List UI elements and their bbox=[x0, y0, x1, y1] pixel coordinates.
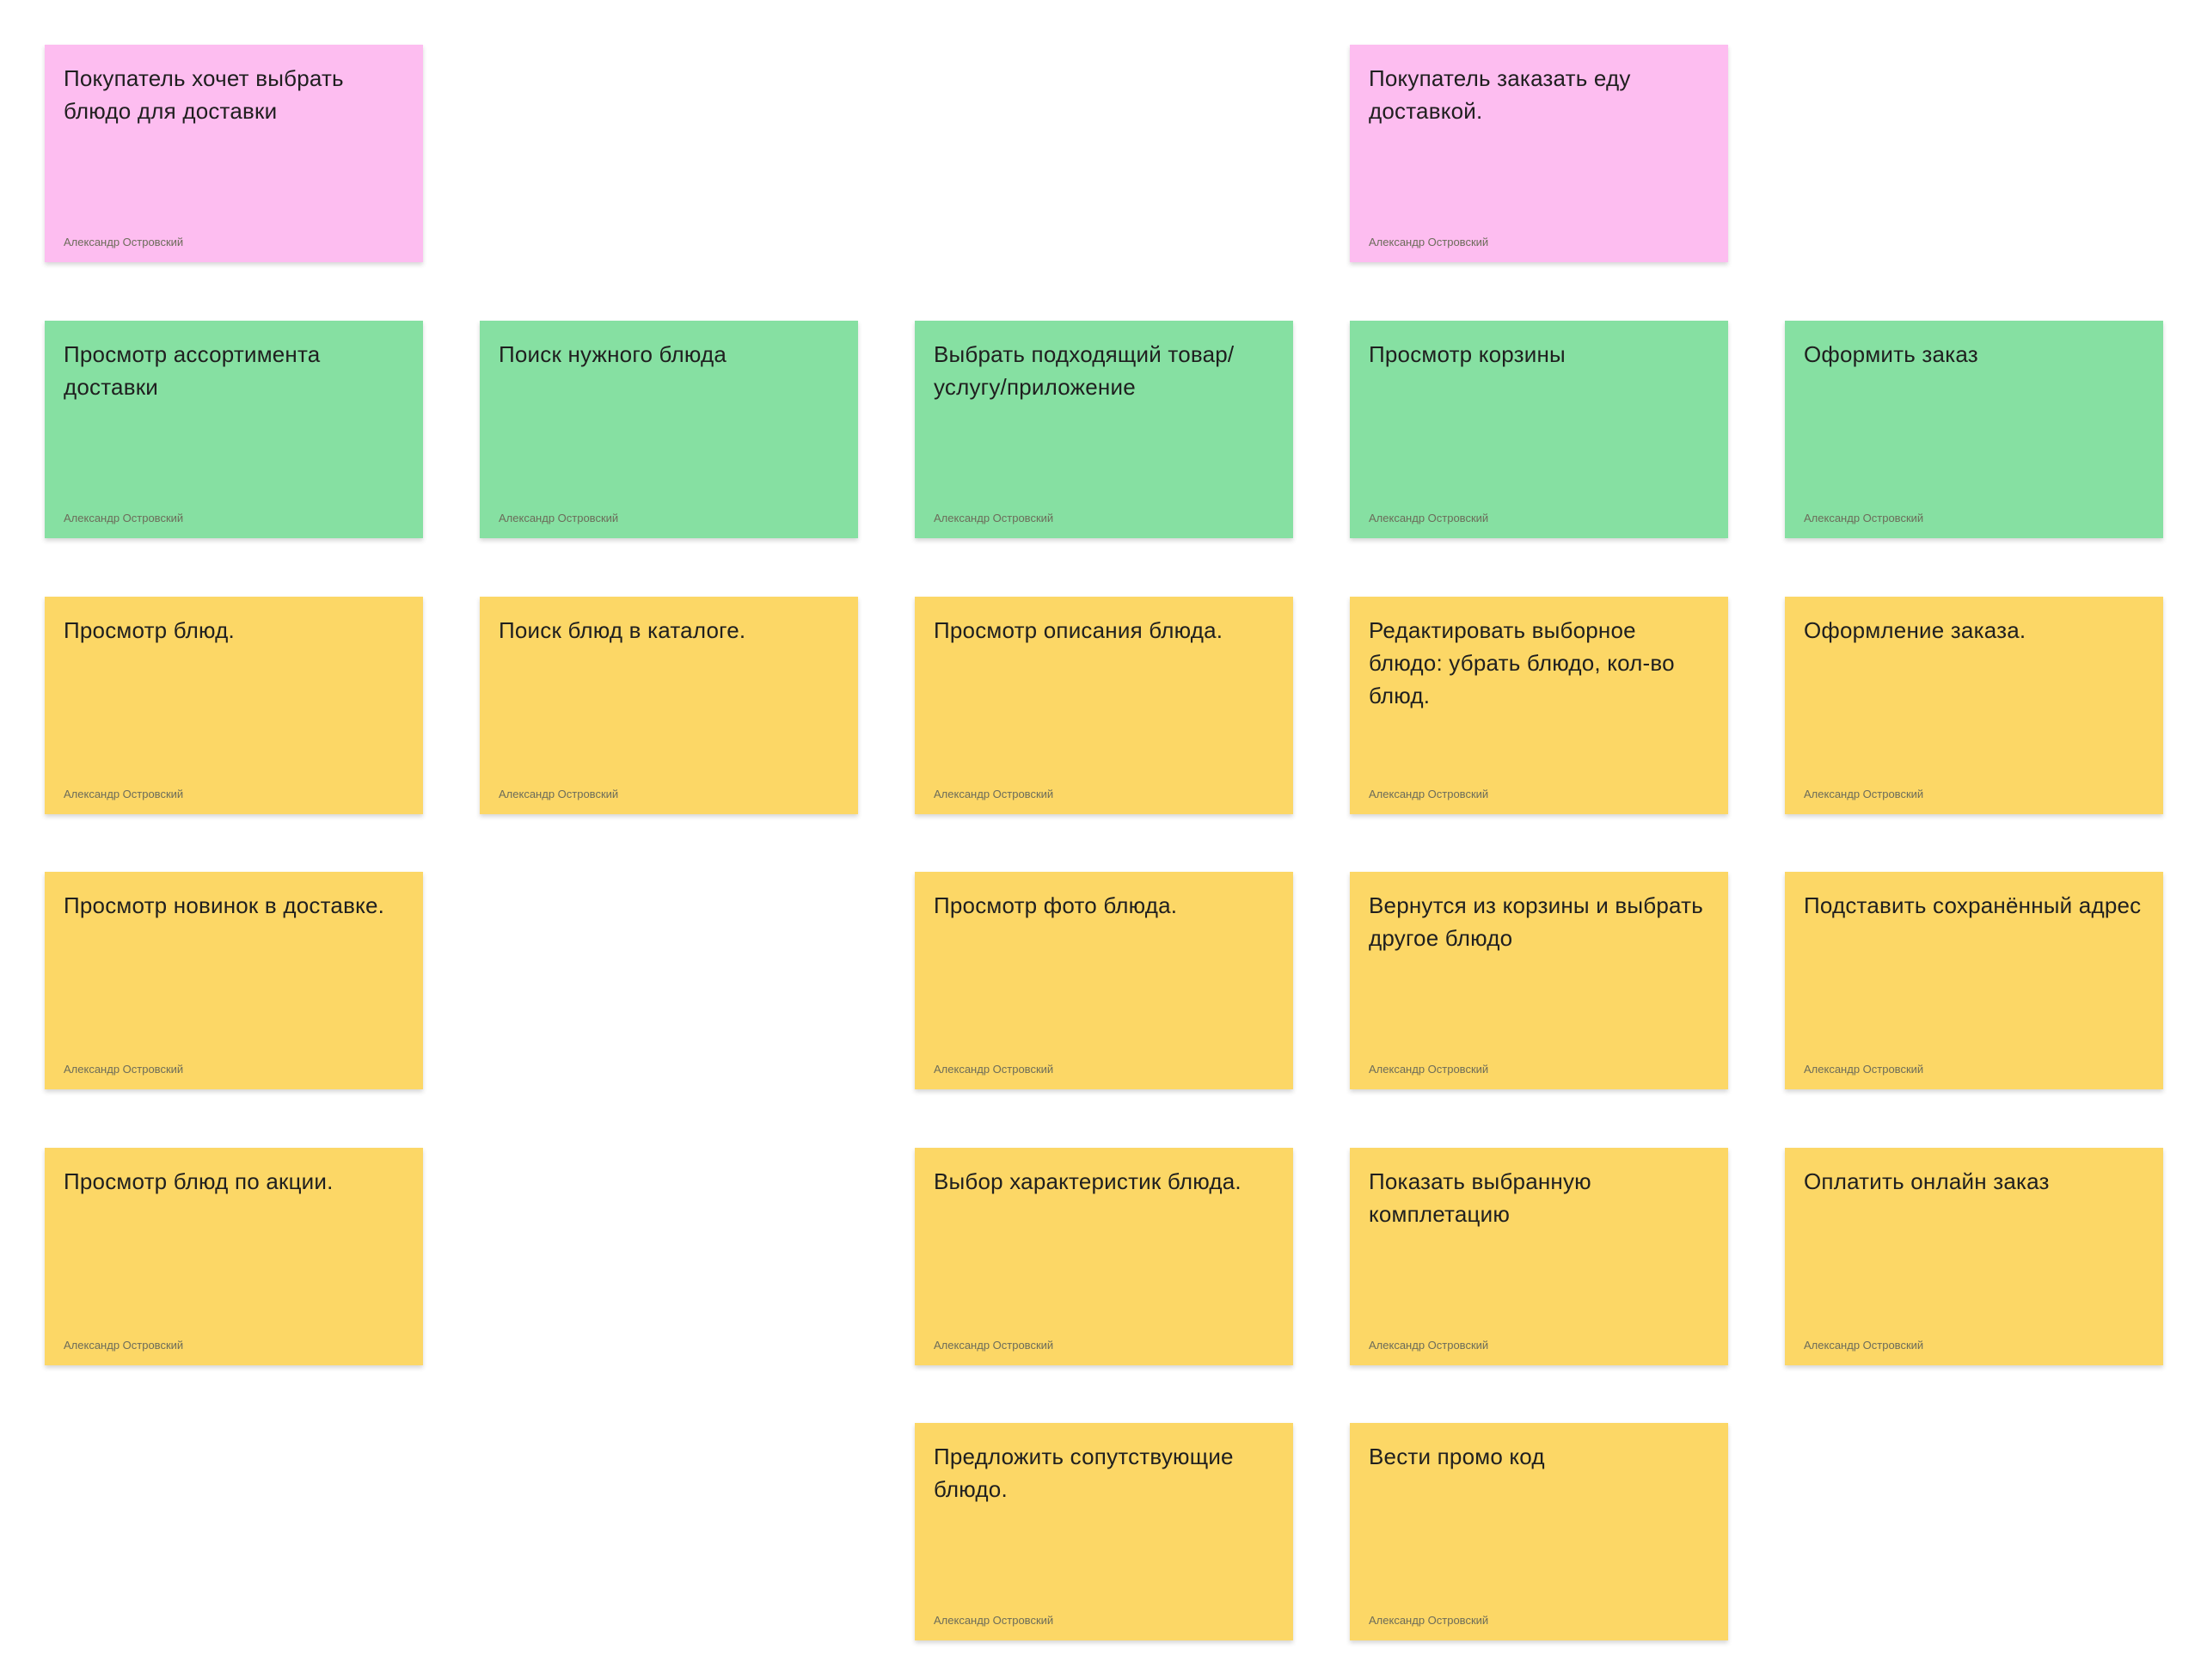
sticky-note-yellow[interactable]: Оформление заказа. Александр Островский bbox=[1785, 597, 2163, 814]
sticky-note-author: Александр Островский bbox=[934, 788, 1054, 800]
sticky-note-text: Оформление заказа. bbox=[1804, 617, 2026, 643]
sticky-note-author: Александр Островский bbox=[64, 788, 184, 800]
sticky-note-author: Александр Островский bbox=[499, 788, 619, 800]
sticky-note-text: Покупатель заказать еду доставкой. bbox=[1369, 65, 1631, 124]
sticky-note-yellow[interactable]: Просмотр новинок в доставке. Александр Ос… bbox=[45, 872, 423, 1089]
sticky-note-author: Александр Островский bbox=[1804, 512, 1924, 524]
sticky-note-yellow[interactable]: Просмотр описания блюда. Александр Остров… bbox=[915, 597, 1293, 814]
sticky-note-text: Оформить заказ bbox=[1804, 341, 1978, 367]
sticky-note-author: Александр Островский bbox=[64, 1339, 184, 1352]
sticky-note-text: Оплатить онлайн заказ bbox=[1804, 1168, 2050, 1194]
sticky-note-text: Вести промо код bbox=[1369, 1444, 1545, 1469]
sticky-note-yellow[interactable]: Вернутся из корзины и выбрать другое блю… bbox=[1350, 872, 1728, 1089]
sticky-note-pink[interactable]: Покупатель заказать еду доставкой. Алекса… bbox=[1350, 45, 1728, 262]
sticky-note-yellow[interactable]: Предложить сопутствующие блюдо. Александр… bbox=[915, 1423, 1293, 1640]
sticky-note-text: Просмотр описания блюда. bbox=[934, 617, 1223, 643]
sticky-note-yellow[interactable]: Редактировать выборное блюдо: убрать блю… bbox=[1350, 597, 1728, 814]
sticky-note-yellow[interactable]: Поиск блюд в каталоге. Александр Островск… bbox=[480, 597, 858, 814]
sticky-note-yellow[interactable]: Просмотр блюд. Александр Островский bbox=[45, 597, 423, 814]
sticky-note-yellow[interactable]: Выбор характеристик блюда. Александр Остр… bbox=[915, 1148, 1293, 1365]
sticky-note-author: Александр Островский bbox=[934, 512, 1054, 524]
sticky-note-author: Александр Островский bbox=[1369, 1614, 1489, 1627]
sticky-note-author: Александр Островский bbox=[499, 512, 619, 524]
sticky-note-text: Выбрать подходящий товар/ услугу/приложе… bbox=[934, 341, 1235, 400]
sticky-note-author: Александр Островский bbox=[1804, 1339, 1924, 1352]
sticky-note-author: Александр Островский bbox=[1369, 1063, 1489, 1076]
sticky-note-author: Александр Островский bbox=[1804, 1063, 1924, 1076]
sticky-note-yellow[interactable]: Просмотр фото блюда. Александр Островский bbox=[915, 872, 1293, 1089]
sticky-note-author: Александр Островский bbox=[64, 236, 184, 248]
sticky-note-text: Просмотр корзины bbox=[1369, 341, 1566, 367]
sticky-note-text: Просмотр блюд. bbox=[64, 617, 235, 643]
sticky-note-author: Александр Островский bbox=[1369, 788, 1489, 800]
sticky-note-text: Подставить сохранённый адрес bbox=[1804, 892, 2142, 918]
sticky-note-text: Просмотр новинок в доставке. bbox=[64, 892, 385, 918]
sticky-note-text: Показать выбранную комплетацию bbox=[1369, 1168, 1591, 1227]
sticky-note-author: Александр Островский bbox=[934, 1063, 1054, 1076]
sticky-note-text: Выбор характеристик блюда. bbox=[934, 1168, 1242, 1194]
sticky-note-author: Александр Островский bbox=[1369, 236, 1489, 248]
sticky-note-text: Предложить сопутствующие блюдо. bbox=[934, 1444, 1234, 1502]
sticky-note-text: Редактировать выборное блюдо: убрать блю… bbox=[1369, 617, 1675, 708]
sticky-note-yellow[interactable]: Просмотр блюд по акции. Александр Островс… bbox=[45, 1148, 423, 1365]
sticky-note-author: Александр Островский bbox=[1804, 788, 1924, 800]
sticky-note-author: Александр Островский bbox=[1369, 1339, 1489, 1352]
sticky-note-pink[interactable]: Покупатель хочет выбрать блюдо для доста… bbox=[45, 45, 423, 262]
sticky-note-author: Александр Островский bbox=[64, 512, 184, 524]
sticky-note-text: Поиск блюд в каталоге. bbox=[499, 617, 746, 643]
sticky-note-author: Александр Островский bbox=[934, 1614, 1054, 1627]
sticky-note-text: Поиск нужного блюда bbox=[499, 341, 727, 367]
sticky-note-text: Просмотр фото блюда. bbox=[934, 892, 1178, 918]
sticky-note-text: Просмотр ассортимента доставки bbox=[64, 341, 321, 400]
sticky-note-green[interactable]: Выбрать подходящий товар/ услугу/приложе… bbox=[915, 321, 1293, 538]
sticky-note-text: Покупатель хочет выбрать блюдо для доста… bbox=[64, 65, 344, 124]
sticky-note-text: Просмотр блюд по акции. bbox=[64, 1168, 334, 1194]
sticky-note-author: Александр Островский bbox=[1369, 512, 1489, 524]
sticky-note-author: Александр Островский bbox=[934, 1339, 1054, 1352]
sticky-note-text: Вернутся из корзины и выбрать другое блю… bbox=[1369, 892, 1703, 951]
sticky-note-author: Александр Островский bbox=[64, 1063, 184, 1076]
